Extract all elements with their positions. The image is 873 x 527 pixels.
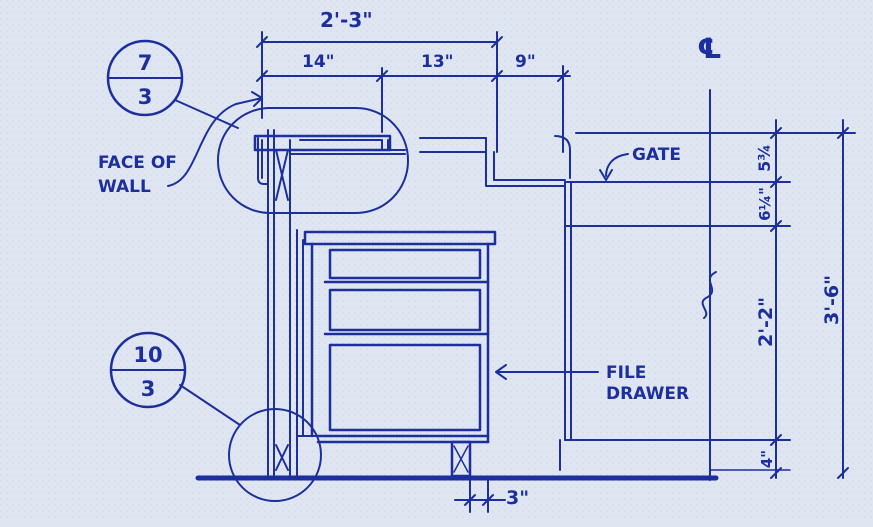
dim-3: 3" <box>506 487 529 509</box>
detail-callout-10 <box>109 331 322 502</box>
toe-kick-dimension <box>454 479 506 513</box>
dim-5-3-4: 5¾ <box>755 144 774 172</box>
dim-13: 13" <box>421 52 454 72</box>
countertop-detail <box>253 134 566 187</box>
face-of-wall-label-1: FACE OF <box>98 153 177 173</box>
dim-14: 14" <box>302 52 335 72</box>
dim-9: 9" <box>515 52 536 72</box>
gate-arrow <box>599 153 629 181</box>
face-of-wall-arrow <box>167 91 263 187</box>
file-drawer-label-2: DRAWER <box>606 384 689 404</box>
callout-7-number: 7 <box>138 51 153 75</box>
callout-10-number: 10 <box>133 343 162 367</box>
centerline-symbol: ℄ <box>697 32 722 65</box>
right-dimensions <box>575 119 856 479</box>
gate <box>554 135 711 471</box>
file-drawer-label-1: FILE <box>606 363 646 383</box>
callout-10-sheet: 3 <box>141 377 156 401</box>
top-dimensions <box>256 31 571 153</box>
file-cabinet <box>303 230 497 478</box>
face-of-wall-label-2: WALL <box>98 177 151 197</box>
callout-7-sheet: 3 <box>138 85 153 109</box>
dim-2-2: 2'-2" <box>755 297 777 347</box>
dim-overall-width: 2'-3" <box>320 8 373 32</box>
dim-6-1-4: 6¼" <box>756 187 774 221</box>
dim-4: 4" <box>758 450 776 468</box>
file-drawer-arrow <box>495 364 599 380</box>
break-line <box>701 271 717 319</box>
gate-label: GATE <box>632 145 681 165</box>
detail-callout-7 <box>106 39 409 214</box>
dim-3-6: 3'-6" <box>821 275 843 325</box>
